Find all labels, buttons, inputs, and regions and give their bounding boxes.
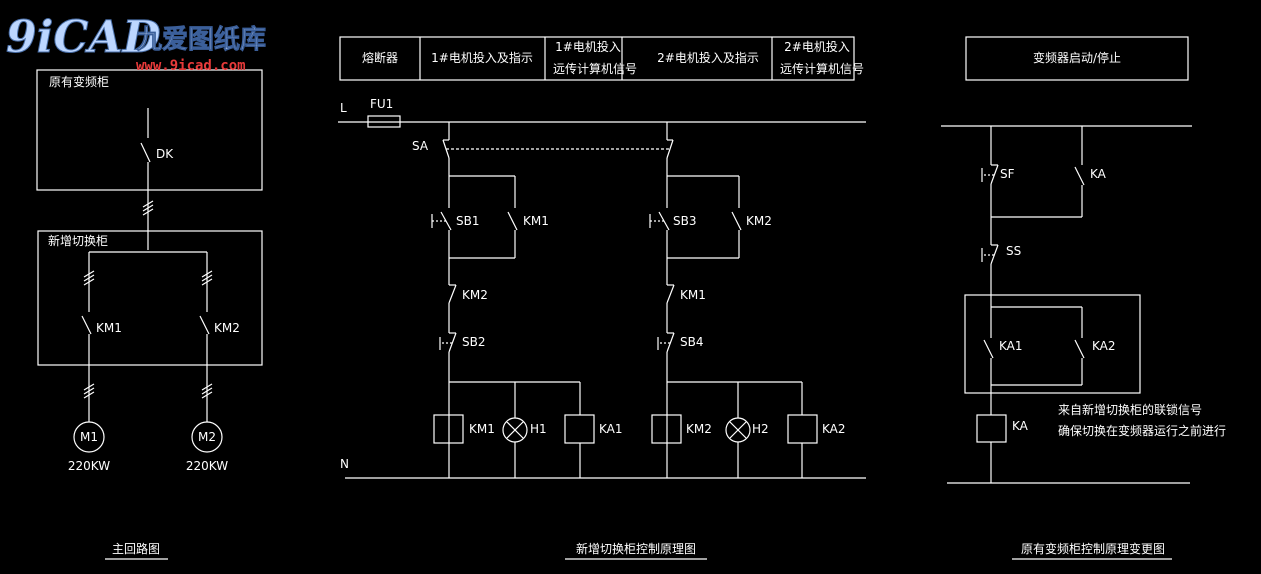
km1-interlock-contact	[666, 284, 675, 304]
km1-main-label: KM1	[96, 321, 122, 335]
ka-contact	[1074, 166, 1085, 186]
table-col-motor2: 2#电机投入及指示	[657, 50, 759, 65]
km1-aux-contact	[507, 211, 518, 231]
dk-label: DK	[156, 147, 174, 161]
old-vfd-cabinet-label: 原有变频柜	[49, 74, 109, 89]
km2-main-contact	[199, 315, 210, 335]
sa-contact-2	[666, 139, 674, 159]
lamp-h2-label: H2	[752, 422, 769, 436]
km2-aux-label: KM2	[746, 214, 772, 228]
vfd-header: 变频器启动/停止	[1033, 50, 1121, 65]
interlock-box	[964, 294, 1141, 394]
motor-m1	[73, 421, 105, 453]
sb2-label: SB2	[462, 335, 485, 349]
new-switch-cabinet-label: 新增切换柜	[48, 233, 108, 248]
ka-contact-label: KA	[1090, 167, 1107, 181]
sb4-contact	[666, 332, 675, 353]
table-col-motor1-remote-2: 远传计算机信号	[553, 61, 637, 76]
sb1-label: SB1	[456, 214, 479, 228]
table-col-motor2-remote-1: 2#电机投入	[784, 39, 850, 54]
motor-m1-label: M1	[80, 430, 98, 444]
sa-label: SA	[412, 139, 429, 153]
ss-label: SS	[1006, 244, 1021, 258]
ka1-label: KA1	[999, 339, 1023, 353]
fuse-fu1	[367, 115, 401, 128]
coil-ka	[976, 414, 1007, 443]
km1-interlock-label: KM1	[680, 288, 706, 302]
ka2-label: KA2	[1092, 339, 1116, 353]
km2-aux-contact	[731, 211, 742, 231]
dk-switch-blade	[140, 142, 151, 163]
line-l-label: L	[340, 101, 347, 115]
coil-ka2	[787, 414, 818, 444]
watermark-logo: 9iCAD 九爱图纸库 www.9icad.com	[6, 12, 267, 75]
new-switch-cabinet-box	[37, 230, 263, 366]
main-circuit-caption: 主回路图	[112, 541, 160, 556]
motor-m2-power: 220KW	[186, 459, 228, 473]
km2-main-label: KM2	[214, 321, 240, 335]
motor-m2-label: M2	[198, 430, 216, 444]
km1-main-contact	[81, 315, 92, 335]
coil-ka1	[564, 414, 595, 444]
logo-url: www.9icad.com	[136, 58, 246, 74]
coil-km2	[651, 414, 682, 444]
sb3-label: SB3	[673, 214, 696, 228]
ka1-contact	[983, 339, 994, 359]
ka2-contact	[1074, 339, 1085, 359]
coil-ka2-label: KA2	[822, 422, 846, 436]
table-col-motor2-remote-2: 远传计算机信号	[780, 61, 864, 76]
logo-cn-name: 九爱图纸库	[135, 24, 266, 55]
fuse-label: FU1	[370, 97, 393, 111]
km1-aux-label: KM1	[523, 214, 549, 228]
note-line-2: 确保切换在变频器运行之前进行	[1058, 423, 1226, 438]
km2-interlock-label: KM2	[462, 288, 488, 302]
function-table	[339, 36, 855, 81]
coil-km1-label: KM1	[469, 422, 495, 436]
coil-km1	[433, 414, 464, 444]
coil-ka1-label: KA1	[599, 422, 623, 436]
table-col-motor1-remote-1: 1#电机投入	[555, 39, 621, 54]
table-col-motor1: 1#电机投入及指示	[431, 50, 533, 65]
sb2-contact	[448, 332, 457, 353]
vfd-circuit-caption: 原有变频柜控制原理变更图	[1021, 541, 1165, 556]
motor-m1-power: 220KW	[68, 459, 110, 473]
ss-contact	[990, 244, 999, 265]
motor-m2	[191, 421, 223, 453]
control-circuit: 熔断器 1#电机投入及指示 1#电机投入 远传计算机信号 2#电机投入及指示 2…	[338, 36, 866, 560]
control-circuit-caption: 新增切换柜控制原理图	[576, 541, 696, 556]
vfd-header-box	[965, 36, 1189, 81]
sf-contact	[990, 164, 999, 185]
note-line-1: 来自新增切换柜的联锁信号	[1058, 402, 1202, 417]
main-circuit: 原有变频柜 DK 新增切换柜 KM1 M1 220KW KM2	[36, 69, 263, 560]
old-vfd-cabinet-box	[36, 69, 263, 191]
vfd-circuit: 变频器启动/停止 SF KA SS KA1 KA2 KA	[941, 36, 1226, 560]
coil-km2-label: KM2	[686, 422, 712, 436]
lamp-h1-label: H1	[530, 422, 547, 436]
line-n-label: N	[340, 457, 349, 471]
km2-interlock-contact	[448, 284, 457, 304]
sf-label: SF	[1000, 167, 1015, 181]
logo-brand: 9iCAD	[6, 12, 161, 63]
table-col-fuse: 熔断器	[362, 50, 398, 65]
sb4-label: SB4	[680, 335, 703, 349]
coil-ka-label: KA	[1012, 419, 1029, 433]
